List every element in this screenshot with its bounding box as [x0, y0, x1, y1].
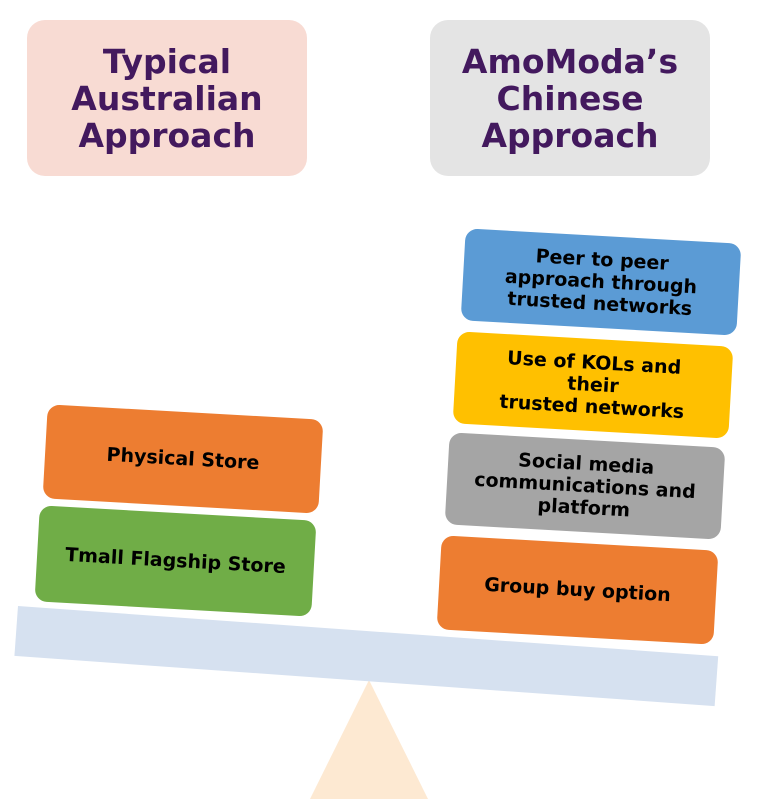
block-peer-to-peer: Peer to peer approach through trusted ne…: [460, 228, 742, 336]
amomoda-chinese-approach-header: AmoModa’s Chinese Approach: [430, 20, 710, 176]
block-text: Physical Store: [106, 443, 260, 475]
header-line: Typical: [102, 41, 232, 81]
header-line: Approach: [481, 115, 659, 155]
header-line: Approach: [78, 115, 256, 155]
typical-australian-approach-header: Typical Australian Approach: [27, 20, 307, 176]
header-line: Australian: [71, 78, 263, 118]
block-physical-store: Physical Store: [42, 404, 324, 514]
fulcrum-shape: [310, 680, 428, 799]
block-social-media: Social media communications and platform: [444, 432, 726, 540]
header-line: AmoModa’s: [461, 41, 679, 81]
header-line: Chinese: [496, 78, 644, 118]
block-group-buy-option: Group buy option: [436, 535, 719, 645]
block-text: Group buy option: [483, 573, 672, 607]
block-use-of-kols: Use of KOLs and their trusted networks: [452, 331, 734, 439]
block-tmall-flagship-store: Tmall Flagship Store: [34, 505, 317, 617]
block-text: Tmall Flagship Store: [64, 543, 287, 579]
